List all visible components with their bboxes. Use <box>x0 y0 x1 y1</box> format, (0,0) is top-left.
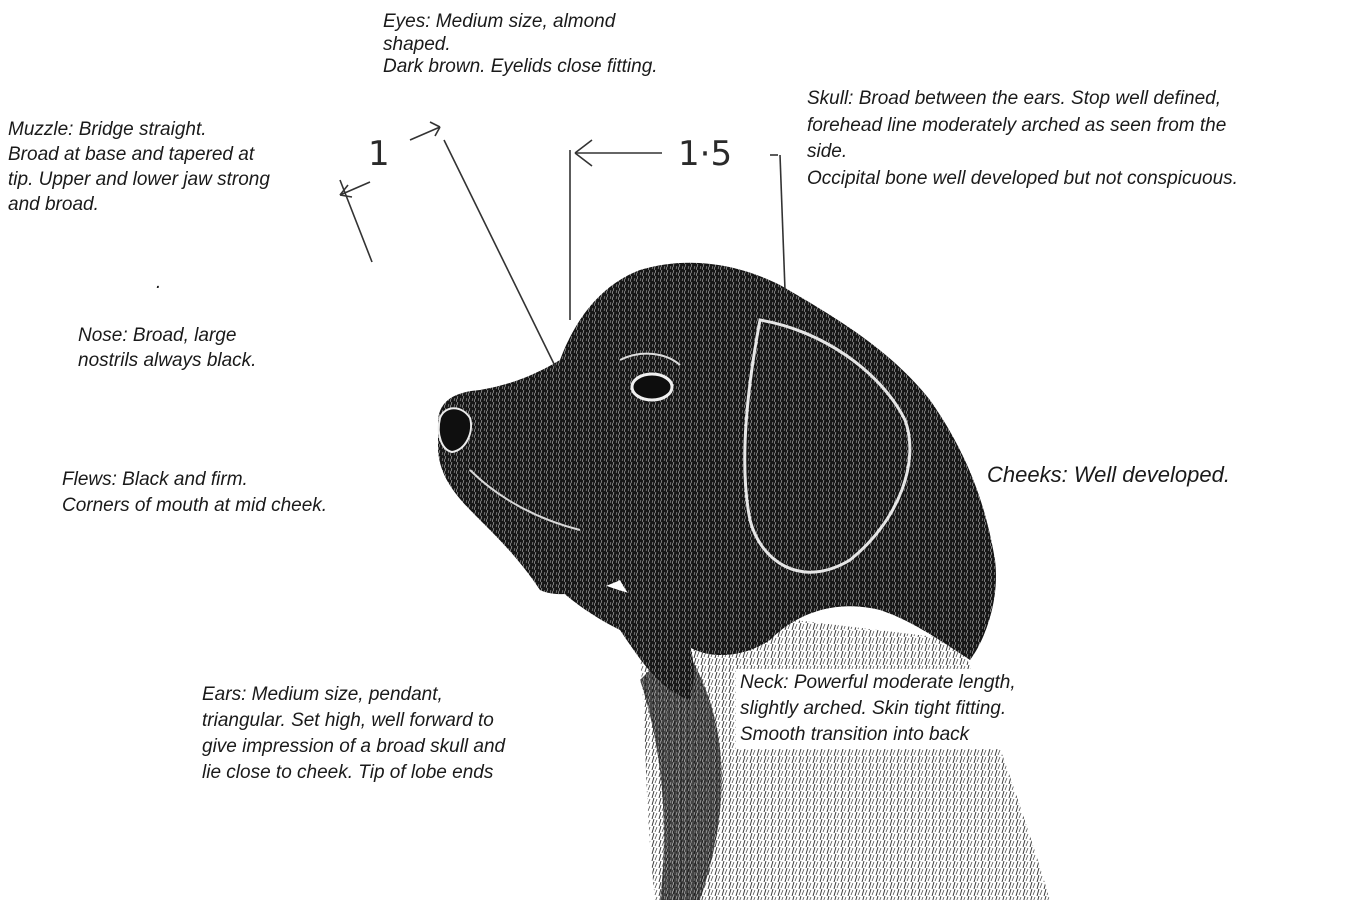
flews-line-2: Corners of mouth at mid cheek. <box>62 493 327 519</box>
skull-line-1: Skull: Broad between the ears. Stop well… <box>807 86 1238 113</box>
eyes-annotation: Eyes: Medium size, almond shaped. Dark b… <box>383 11 658 79</box>
nose-annotation: Nose: Broad, large nostrils always black… <box>78 323 256 373</box>
eye-outline <box>632 374 672 400</box>
muzzle-line-1: Muzzle: Bridge straight. <box>8 117 270 142</box>
muzzle-line-3: tip. Upper and lower jaw strong <box>8 167 270 192</box>
stray-dot: . <box>156 272 161 295</box>
ears-line-3: give impression of a broad skull and <box>202 734 505 760</box>
muzzle-line-4: and broad. <box>8 192 270 217</box>
neck-annotation: Neck: Powerful moderate length, slightly… <box>736 669 1020 749</box>
muzzle-left-guide <box>340 180 372 262</box>
flews-annotation: Flews: Black and firm. Corners of mouth … <box>62 467 327 519</box>
ears-annotation: Ears: Medium size, pendant, triangular. … <box>202 682 505 786</box>
nose-line-2: nostrils always black. <box>78 348 256 373</box>
flews-line-1: Flews: Black and firm. <box>62 467 327 493</box>
muzzle-right-guide <box>444 140 556 368</box>
ears-line-2: triangular. Set high, well forward to <box>202 708 505 734</box>
neck-line-1: Neck: Powerful moderate length, <box>740 670 1016 696</box>
muzzle-annotation: Muzzle: Bridge straight. Broad at base a… <box>8 117 270 217</box>
ears-line-4: lie close to cheek. Tip of lobe ends <box>202 760 505 786</box>
neck-line-2: slightly arched. Skin tight fitting. <box>740 696 1016 722</box>
skull-line-3: side. <box>807 139 1238 166</box>
eyes-line-2: shaped. <box>383 34 658 57</box>
neck-line-3: Smooth transition into back <box>740 722 1016 748</box>
nose-line-1: Nose: Broad, large <box>78 323 256 348</box>
eyes-line-3: Dark brown. Eyelids close fitting. <box>383 56 658 79</box>
skull-right-guide <box>780 155 785 290</box>
dog-head-silhouette <box>438 263 996 660</box>
skull-ratio-label: 1·5 <box>678 134 732 174</box>
skull-line-4: Occipital bone well developed but not co… <box>807 166 1238 193</box>
ears-line-1: Ears: Medium size, pendant, <box>202 682 505 708</box>
muzzle-line-2: Broad at base and tapered at <box>8 142 270 167</box>
skull-line-2: forehead line moderately arched as seen … <box>807 113 1238 140</box>
skull-annotation: Skull: Broad between the ears. Stop well… <box>807 86 1238 192</box>
cheeks-annotation: Cheeks: Well developed. <box>987 464 1230 487</box>
eyes-line-1: Eyes: Medium size, almond <box>383 11 658 34</box>
muzzle-ratio-label: 1 <box>368 134 390 174</box>
